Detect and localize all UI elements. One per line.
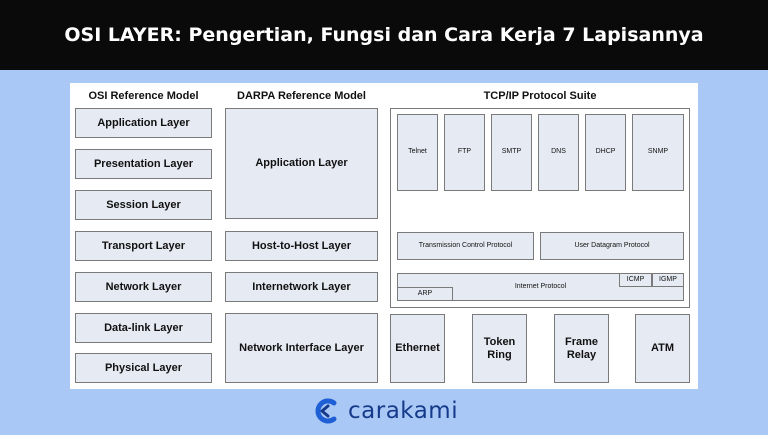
protocol-icmp: ICMP xyxy=(619,273,652,287)
page-title: OSI LAYER: Pengertian, Fungsi dan Cara K… xyxy=(64,24,704,46)
protocol-ftp: FTP xyxy=(444,114,485,191)
osi-application-layer: Application Layer xyxy=(75,108,212,138)
network-token-ring: Token Ring xyxy=(472,314,527,383)
osi-physical-layer: Physical Layer xyxy=(75,353,212,383)
carakami-c-icon xyxy=(315,398,337,424)
diagram-panel: OSI Reference Model DARPA Reference Mode… xyxy=(70,83,698,389)
darpa-host-to-host-layer: Host-to-Host Layer xyxy=(225,231,378,261)
darpa-network-interface-layer: Network Interface Layer xyxy=(225,313,378,383)
osi-network-layer: Network Layer xyxy=(75,272,212,302)
title-bar: OSI LAYER: Pengertian, Fungsi dan Cara K… xyxy=(0,0,768,70)
network-frame-relay: Frame Relay xyxy=(554,314,609,383)
protocol-smtp: SMTP xyxy=(491,114,532,191)
protocol-dhcp: DHCP xyxy=(585,114,626,191)
osi-presentation-layer: Presentation Layer xyxy=(75,149,212,179)
protocol-tcp: Transmission Control Protocol xyxy=(397,232,534,260)
darpa-title: DARPA Reference Model xyxy=(237,90,366,102)
protocol-udp: User Datagram Protocol xyxy=(540,232,684,260)
osi-datalink-layer: Data-link Layer xyxy=(75,313,212,343)
protocol-snmp: SNMP xyxy=(632,114,684,191)
network-atm: ATM xyxy=(635,314,690,383)
osi-session-layer: Session Layer xyxy=(75,190,212,220)
protocol-telnet: Telnet xyxy=(397,114,438,191)
tcpip-title: TCP/IP Protocol Suite xyxy=(483,90,597,102)
protocol-dns: DNS xyxy=(538,114,579,191)
protocol-arp: ARP xyxy=(397,287,453,301)
osi-title: OSI Reference Model xyxy=(88,90,199,102)
osi-transport-layer: Transport Layer xyxy=(75,231,212,261)
darpa-application-layer: Application Layer xyxy=(225,108,378,219)
darpa-internetwork-layer: Internetwork Layer xyxy=(225,272,378,302)
logo-text: carakami xyxy=(348,398,459,424)
network-ethernet: Ethernet xyxy=(390,314,445,383)
protocol-igmp: IGMP xyxy=(652,273,684,287)
carakami-logo: carakami xyxy=(312,394,458,428)
